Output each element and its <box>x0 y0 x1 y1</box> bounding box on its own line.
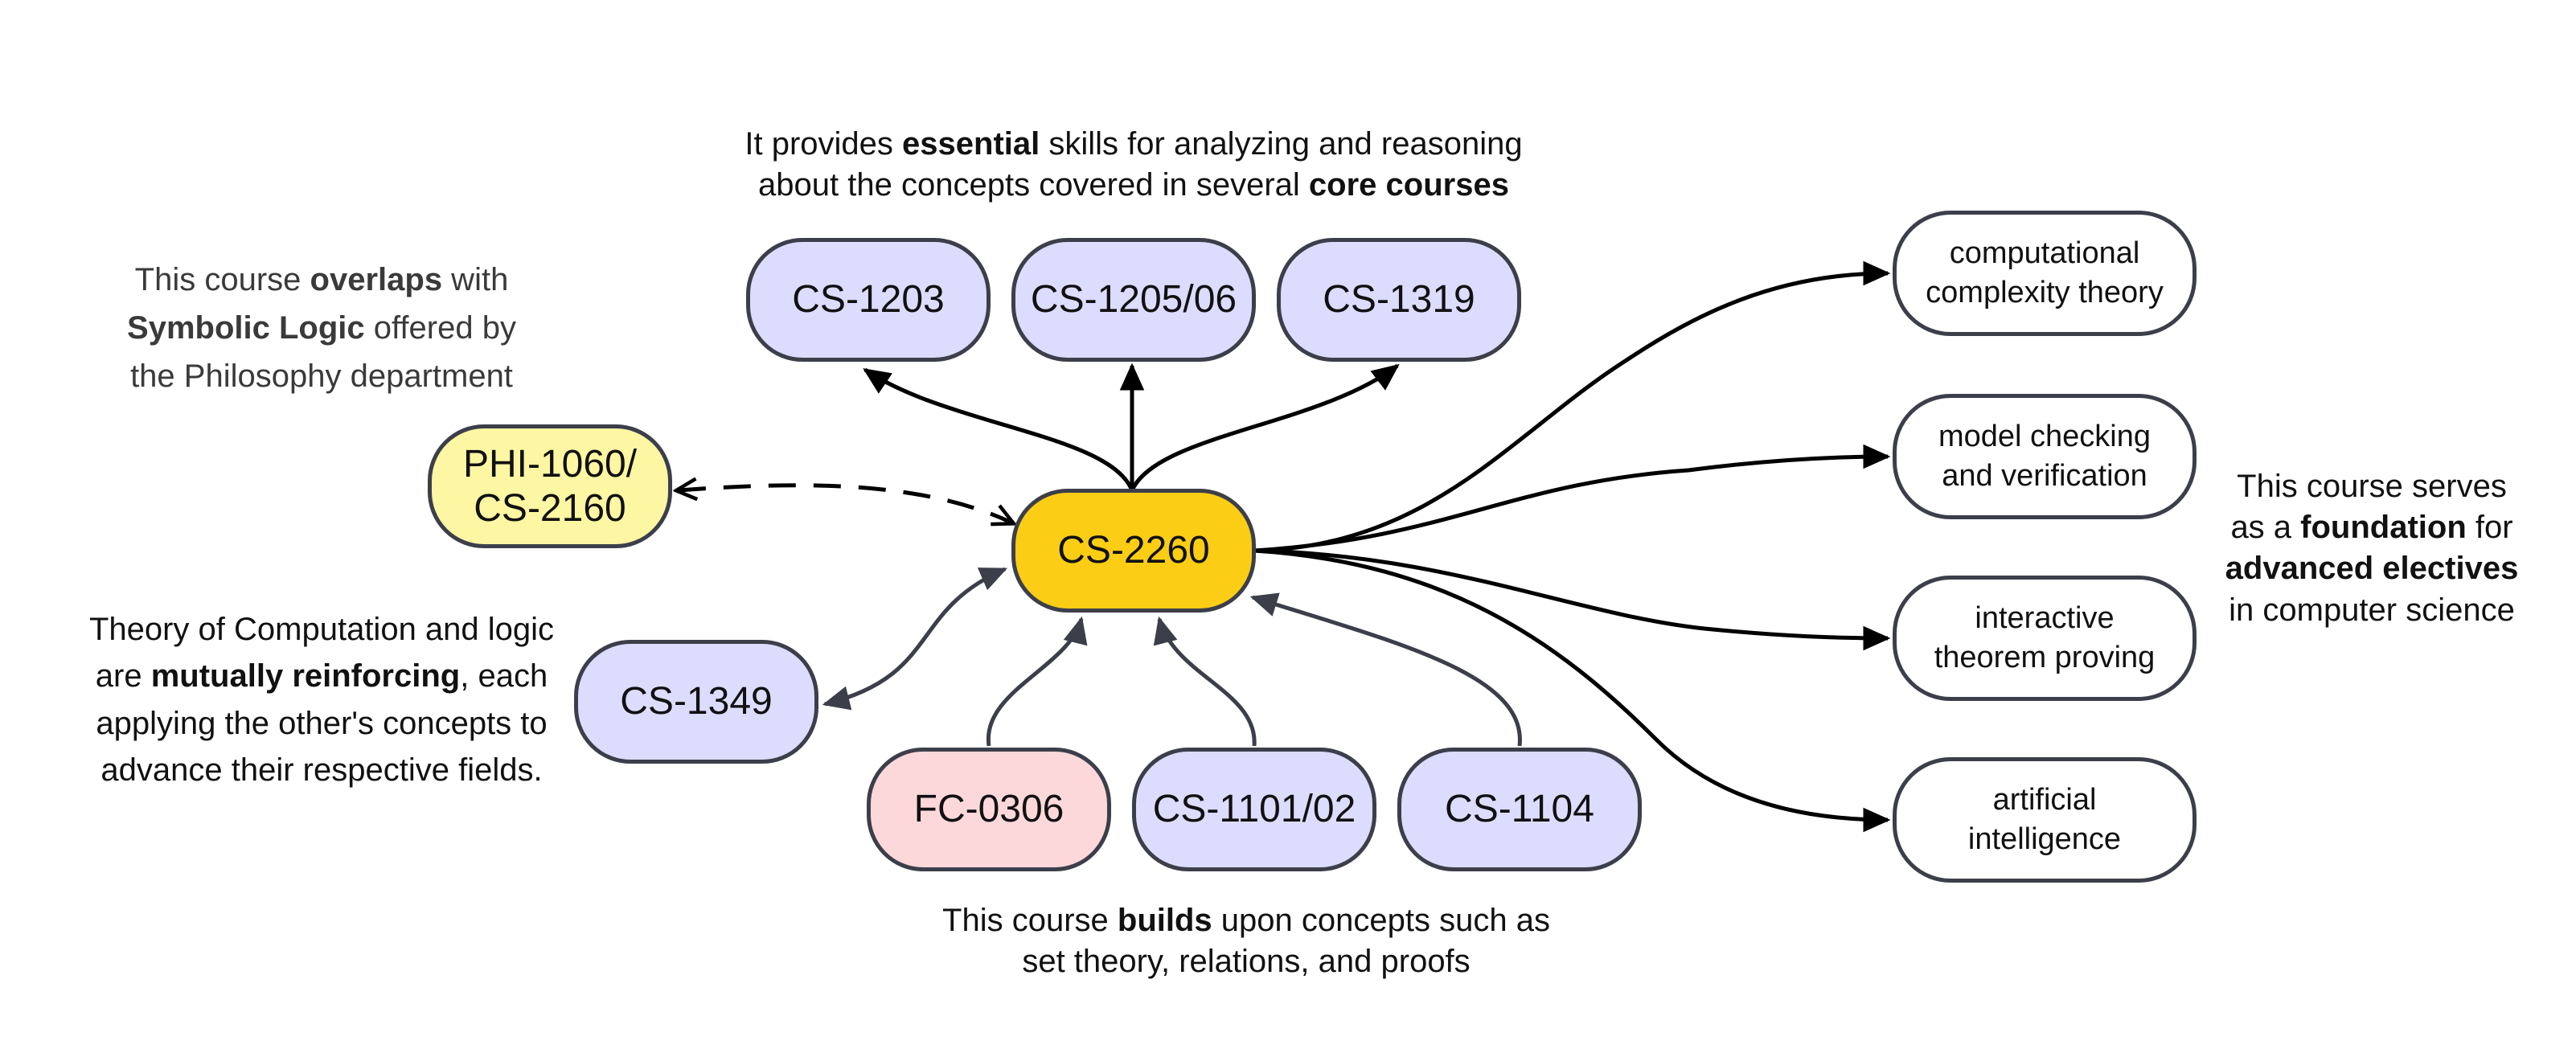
node-cs1349: CS-1349 <box>574 640 818 764</box>
edge-cs2260-complexity <box>1253 260 1891 553</box>
note-overlap: This course overlaps with Symbolic Logic… <box>127 262 516 394</box>
note-foundation: This course serves as a foundation for a… <box>2225 469 2519 628</box>
node-cs1319-label: CS-1319 <box>1323 278 1475 322</box>
node-complexity-line2: complexity theory <box>1926 276 2164 309</box>
node-cs1104: CS-1104 <box>1397 748 1642 871</box>
node-cs1203-label: CS-1203 <box>792 278 945 322</box>
node-model-checking: model checking and verification <box>1893 394 2197 519</box>
node-fc0306-label: FC-0306 <box>913 788 1064 831</box>
node-cs1349-label: CS-1349 <box>620 680 773 723</box>
node-phi1060: PHI-1060/ CS-2160 <box>428 424 672 548</box>
node-cs2260: CS-2260 <box>1011 489 1256 613</box>
edge-cs2260-theorem <box>1253 548 1891 651</box>
node-fc0306: FC-0306 <box>867 748 1111 871</box>
node-cs1319: CS-1319 <box>1277 238 1521 362</box>
node-cs1203: CS-1203 <box>746 238 991 362</box>
node-artificial-intelligence: artificial intelligence <box>1893 757 2197 883</box>
node-cs2260-label: CS-2260 <box>1057 529 1210 572</box>
note-core-courses: It provides essential skills for analyzi… <box>744 126 1523 203</box>
node-model-line1: model checking <box>1938 420 2151 454</box>
node-cs1104-label: CS-1104 <box>1445 788 1594 831</box>
node-cs110102-label: CS-1101/02 <box>1152 788 1356 831</box>
edge-fc0306-cs2260 <box>986 616 1088 747</box>
edge-cs1104-cs2260 <box>1249 592 1522 747</box>
edge-cs2260-ai <box>1253 548 1891 833</box>
node-theorem-line1: interactive <box>1975 601 2115 636</box>
node-theorem-proving: interactive theorem proving <box>1893 576 2197 701</box>
note-builds: This course builds upon concepts such as… <box>942 903 1550 980</box>
node-phi1060-line1: PHI-1060/ <box>462 442 638 486</box>
node-cs110102: CS-1101/02 <box>1132 748 1376 871</box>
node-cs120506-label: CS-1205/06 <box>1030 278 1237 322</box>
node-ai-line1: artificial <box>1992 783 2097 817</box>
node-complexity-theory: computational complexity theory <box>1893 211 2197 336</box>
edge-cs2260-cs1203 <box>863 367 1134 491</box>
node-ai-line2: intelligence <box>1967 822 2122 856</box>
edge-cs110102-cs2260 <box>1153 616 1257 747</box>
node-complexity-line1: computational <box>1949 236 2140 271</box>
node-phi1060-line2: CS-2160 <box>474 487 626 530</box>
node-cs120506: CS-1205/06 <box>1011 238 1256 362</box>
edge-cs2260-model <box>1253 444 1891 553</box>
edge-cs2260-cs1319 <box>1130 363 1400 492</box>
edge-cs1349-cs2260 <box>822 567 1008 711</box>
note-mutually-reinforcing: Theory of Computation and logic are mutu… <box>88 612 555 789</box>
node-theorem-line2: theorem proving <box>1934 641 2156 674</box>
node-model-line2: and verification <box>1942 459 2147 493</box>
edge-cs2260-phi1060 <box>679 486 1011 522</box>
